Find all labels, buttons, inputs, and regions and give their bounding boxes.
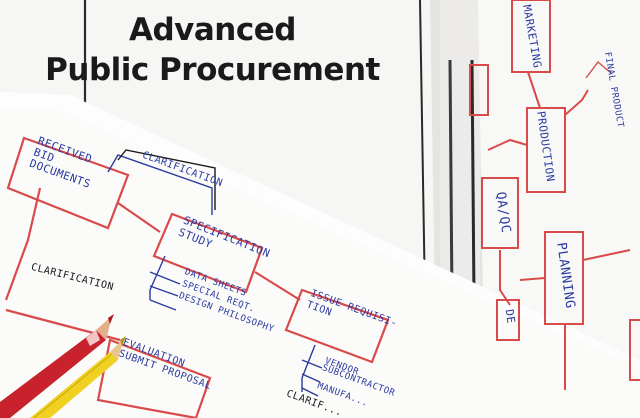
booklet-title-line2: Public Procurement (45, 52, 380, 88)
booklet-title-line1: Advanced (129, 12, 296, 48)
